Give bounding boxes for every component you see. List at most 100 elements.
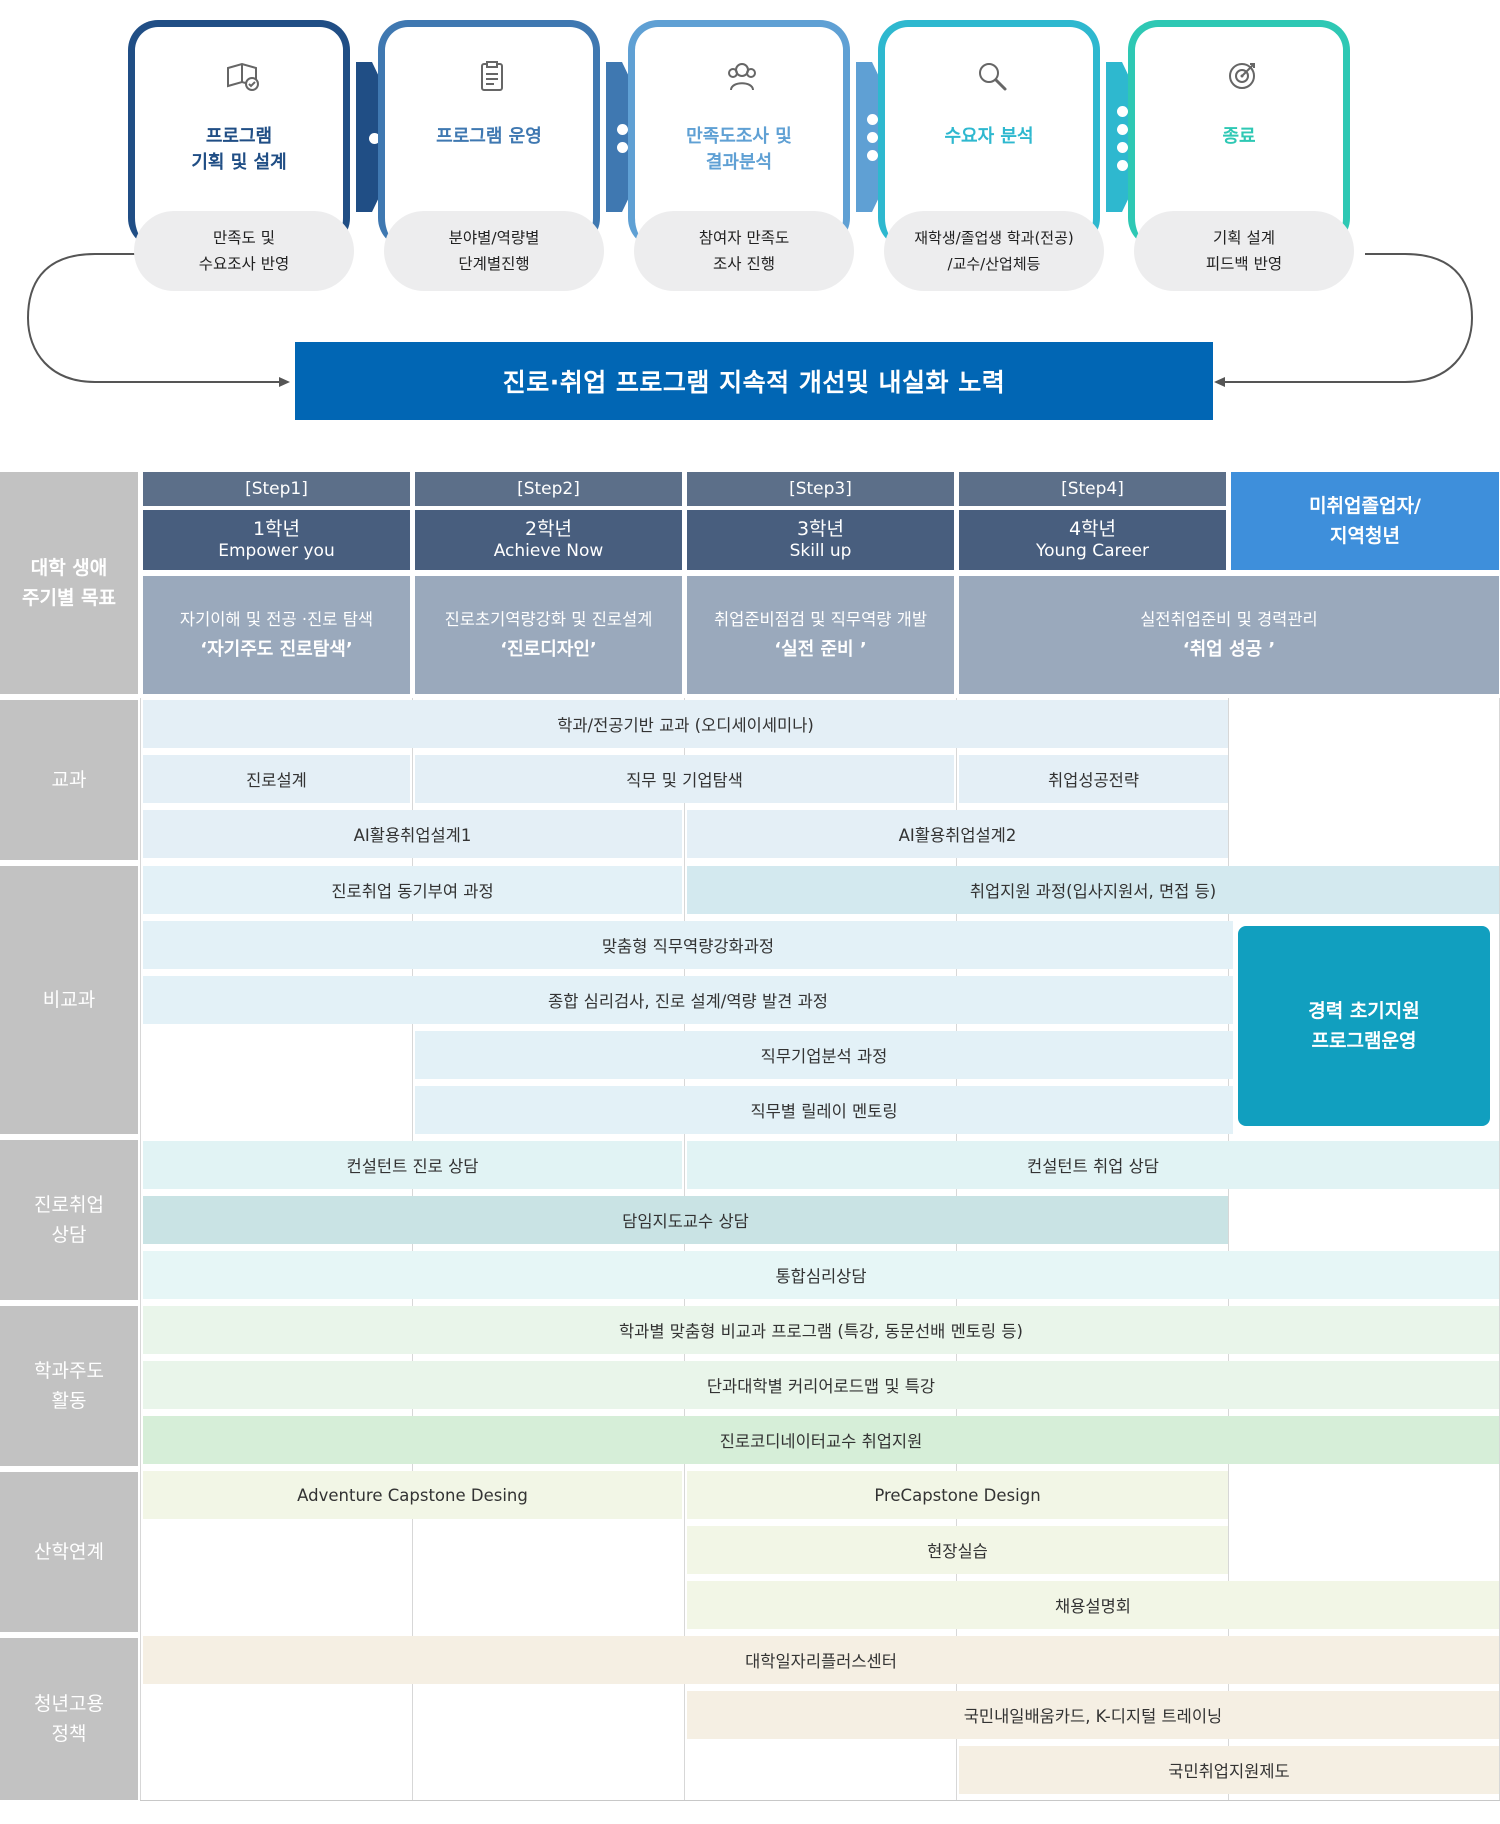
- target-icon: [1229, 63, 1255, 89]
- bar-training-card: 국민내일배움카드, K-디지털 트레이닝: [687, 1691, 1499, 1739]
- bar-college-roadmap: 단과대학별 커리어로드맵 및 특강: [143, 1361, 1499, 1409]
- category-department: 학과주도 활동: [0, 1306, 138, 1466]
- stage-demand: [878, 20, 1100, 248]
- year-label: 4학년: [1068, 518, 1117, 540]
- year-motto: Young Career: [1035, 541, 1150, 561]
- year-header-3: 3학년 Skill up: [687, 510, 954, 570]
- category-policy: 청년고용 정책: [0, 1638, 138, 1800]
- stage-dot-3c: [867, 150, 878, 161]
- stage-pill-end: 기획 설계 피드백 반영: [1134, 211, 1354, 291]
- goal-slogan: ‘실전 준비 ’: [774, 639, 867, 660]
- stage-dot-1a: [369, 133, 380, 144]
- career-early-support-box: 경력 초기지원 프로그램운영: [1238, 926, 1490, 1126]
- year-motto: Achieve Now: [493, 541, 604, 561]
- stage-planning: [128, 20, 350, 248]
- book-check-icon: [227, 62, 259, 91]
- goal-desc: 실전취업준비 및 경력관리: [1140, 610, 1318, 629]
- category-industry: 산학연계: [0, 1472, 138, 1632]
- users-icon: [728, 63, 756, 91]
- goal-desc: 진로초기역량강화 및 진로설계: [444, 610, 653, 629]
- bar-national-employment: 국민취업지원제도: [959, 1746, 1499, 1794]
- bar-dept-custom-program: 학과별 맞춤형 비교과 프로그램 (특강, 동문선배 멘토링 등): [143, 1306, 1499, 1354]
- bar-career-design: 진로설계: [143, 755, 410, 803]
- bar-coordinator-support: 진로코디네이터교수 취업지원: [143, 1416, 1499, 1464]
- stage-pill-demand: 재학생/졸업생 학과(전공) /교수/산업체등: [884, 211, 1104, 291]
- category-extracurricular: 비교과: [0, 866, 138, 1134]
- year-motto: Skill up: [789, 541, 852, 561]
- improvement-banner: 진로·취업 프로그램 지속적 개선및 내실화 노력: [295, 342, 1213, 420]
- year-header-4: 4학년 Young Career: [959, 510, 1226, 570]
- goal-slogan: ‘취업 성공 ’: [1182, 639, 1276, 660]
- goal-desc: 취업준비점검 및 직무역량 개발: [713, 610, 928, 629]
- stage-title-end: 종료: [1222, 126, 1256, 147]
- stage-dot-2b: [617, 142, 628, 153]
- goal-slogan: ‘자기주도 진로탐색’: [200, 639, 353, 660]
- stage-title-planning: 프로그램 기획 및 설계: [191, 126, 287, 173]
- bar-ai-design-2: AI활용취업설계2: [687, 810, 1228, 858]
- stage-dot-2a: [617, 124, 628, 135]
- goal-year-3: 취업준비점검 및 직무역량 개발 ‘실전 준비 ’: [687, 576, 954, 694]
- search-icon: [979, 63, 1007, 91]
- bar-psych-test: 종합 심리검사, 진로 설계/역량 발견 과정: [143, 976, 1233, 1024]
- step-header-3: [Step3]: [687, 472, 954, 506]
- stage-survey: [628, 20, 850, 248]
- stage-pill-survey: 참여자 만족도 조사 진행: [634, 211, 854, 291]
- bar-integrated-psych: 통합심리상담: [143, 1251, 1499, 1299]
- stage-dot-3a: [867, 114, 878, 125]
- goal-desc: 자기이해 및 전공 ·진로 탐색: [179, 610, 374, 629]
- bar-field-practice: 현장실습: [687, 1526, 1228, 1574]
- bar-job-explore: 직무 및 기업탐색: [415, 755, 954, 803]
- year-motto: Empower you: [218, 541, 335, 561]
- category-goal: 대학 생애 주기별 목표: [0, 472, 138, 694]
- bar-precapstone: PreCapstone Design: [687, 1471, 1228, 1519]
- category-counseling: 진로취업 상담: [0, 1140, 138, 1300]
- stage-dot-4c: [1117, 142, 1128, 153]
- year-label: 2학년: [524, 518, 573, 540]
- flow-loop-connector: [26, 253, 1474, 387]
- bar-company-analysis: 직무기업분석 과정: [415, 1031, 1233, 1079]
- stage-title-demand: 수요자 분석: [944, 126, 1034, 147]
- bar-relay-mentoring: 직무별 릴레이 멘토링: [415, 1086, 1233, 1134]
- stage-pill-operation: 분야별/역량별 단계별진행: [384, 211, 604, 291]
- bar-motivation: 진로취업 동기부여 과정: [143, 866, 682, 914]
- clipboard-icon: [481, 61, 503, 91]
- bar-consultant-career: 컨설턴트 진로 상담: [143, 1141, 682, 1189]
- stage-dot-4a: [1117, 106, 1128, 117]
- grid-line: [956, 698, 957, 1800]
- bar-ai-design-1: AI활용취업설계1: [143, 810, 682, 858]
- stage-title-survey: 만족도조사 및 결과분석: [686, 126, 792, 173]
- stage-dot-3b: [867, 132, 878, 143]
- goal-year-2: 진로초기역량강화 및 진로설계 ‘진로디자인’: [415, 576, 682, 694]
- stage-title-operation: 프로그램 운영: [436, 126, 542, 147]
- stage-end: [1128, 20, 1350, 248]
- step-header-2: [Step2]: [415, 472, 682, 506]
- grid-line: [684, 698, 685, 1800]
- year-label: 3학년: [796, 518, 845, 540]
- bar-job-support: 취업지원 과정(입사지원서, 면접 등): [687, 866, 1499, 914]
- graduates-header: 미취업졸업자/ 지역청년: [1231, 472, 1499, 570]
- bar-adventure-capstone: Adventure Capstone Desing: [143, 1471, 682, 1519]
- process-flow: 프로그램 기획 및 설계 만족도 및 수요조사 반영 프로그램 운영 분야별/역…: [0, 0, 1500, 430]
- bar-consultant-job: 컨설턴트 취업 상담: [687, 1141, 1499, 1189]
- bar-recruit-session: 채용설명회: [687, 1581, 1499, 1629]
- bar-advisor-counseling: 담임지도교수 상담: [143, 1196, 1228, 1244]
- bar-job-plus-center: 대학일자리플러스센터: [143, 1636, 1499, 1684]
- stage-dot-4d: [1117, 160, 1128, 171]
- step-header-4: [Step4]: [959, 472, 1226, 506]
- step-header-1: [Step1]: [143, 472, 410, 506]
- stage-pill-planning: 만족도 및 수요조사 반영: [134, 211, 354, 291]
- grid-line: [1228, 698, 1229, 1800]
- year-label: 1학년: [252, 518, 301, 540]
- bar-major-course: 학과/전공기반 교과 (오디세이세미나): [143, 700, 1228, 748]
- stage-dot-4b: [1117, 124, 1128, 135]
- bar-job-strategy: 취업성공전략: [959, 755, 1228, 803]
- grid-line: [140, 698, 141, 1800]
- grid-line: [140, 1800, 1500, 1801]
- category-curricular: 교과: [0, 700, 138, 860]
- stage-operation: [378, 20, 600, 248]
- year-header-1: 1학년 Empower you: [143, 510, 410, 570]
- goal-year-1: 자기이해 및 전공 ·진로 탐색 ‘자기주도 진로탐색’: [143, 576, 410, 694]
- goal-year-4-graduates: 실전취업준비 및 경력관리 ‘취업 성공 ’: [959, 576, 1499, 694]
- year-header-2: 2학년 Achieve Now: [415, 510, 682, 570]
- grid-line: [412, 698, 413, 1800]
